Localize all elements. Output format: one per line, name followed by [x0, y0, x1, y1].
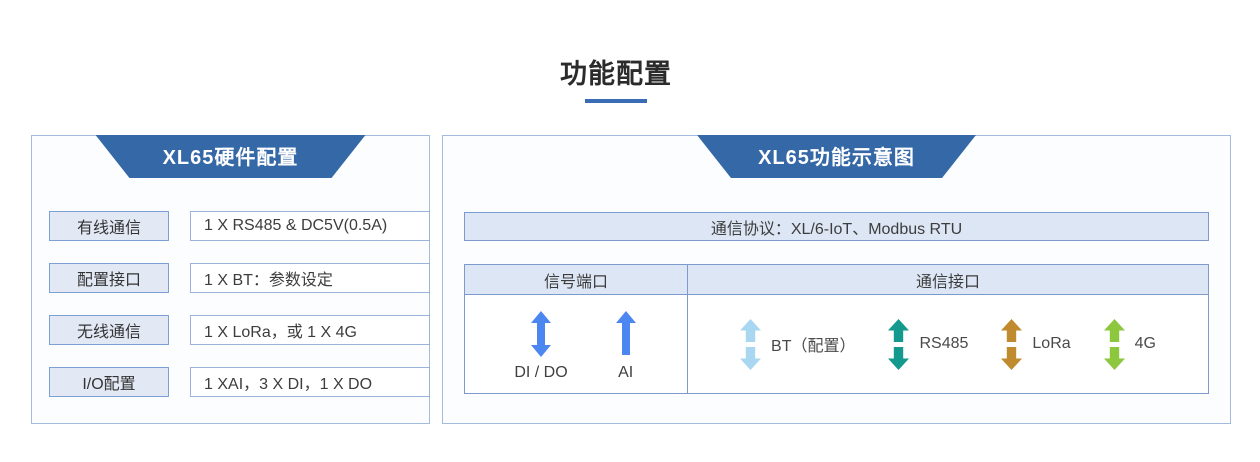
- hardware-row-value: 1 X BT：参数设定: [190, 263, 430, 293]
- comm-interfaces-cell: BT（配置） RS485 LoRa: [688, 295, 1208, 393]
- title-underline: [585, 99, 647, 103]
- comm-item-bt: BT（配置）: [740, 318, 856, 370]
- hardware-config-panel: XL65硬件配置 有线通信 1 X RS485 & DC5V(0.5A) 配置接…: [31, 135, 430, 424]
- hardware-row-value: 1 XAI，3 X DI，1 X DO: [190, 367, 430, 397]
- signal-item-label: DI / DO: [514, 364, 568, 381]
- hardware-row-label: I/O配置: [49, 367, 169, 397]
- hardware-row-value: 1 X LoRa，或 1 X 4G: [190, 315, 430, 345]
- hardware-panel-title: XL65硬件配置: [162, 147, 299, 169]
- split-up-down-arrow-icon: [1001, 318, 1023, 370]
- comm-item-label: LoRa: [1032, 335, 1071, 352]
- signal-item-label: AI: [618, 364, 634, 381]
- hardware-row-label: 配置接口: [49, 263, 169, 293]
- function-table: 信号端口 通信接口 DI / DO AI: [464, 264, 1209, 394]
- comm-item-lora: LoRa: [1001, 318, 1071, 370]
- hardware-panel-header-banner: XL65硬件配置: [96, 135, 366, 178]
- hardware-row-label: 有线通信: [49, 211, 169, 241]
- hardware-row-value: 1 X RS485 & DC5V(0.5A): [190, 211, 430, 241]
- comm-item-rs485: RS485: [888, 318, 969, 370]
- hardware-row-io: I/O配置 1 XAI，3 X DI，1 X DO: [49, 367, 430, 397]
- hardware-row-wireless: 无线通信 1 X LoRa，或 1 X 4G: [49, 315, 430, 345]
- comm-item-4g: 4G: [1103, 318, 1156, 370]
- page-title-block: 功能配置: [0, 52, 1232, 103]
- split-up-down-arrow-icon: [740, 318, 762, 370]
- up-arrow-icon: [615, 311, 636, 355]
- comm-item-label: 4G: [1134, 335, 1156, 352]
- comm-item-label: RS485: [919, 335, 969, 352]
- hardware-row-wired: 有线通信 1 X RS485 & DC5V(0.5A): [49, 211, 430, 241]
- diagram-panel-header-banner: XL65功能示意图: [697, 135, 976, 178]
- function-diagram-panel: XL65功能示意图 通信协议：XL/6-IoT、Modbus RTU 信号端口 …: [442, 135, 1231, 424]
- page-title: 功能配置: [560, 59, 672, 89]
- signal-item-di-do: DI / DO: [514, 311, 568, 382]
- signal-port-header: 信号端口: [465, 265, 687, 294]
- protocol-bar: 通信协议：XL/6-IoT、Modbus RTU: [464, 212, 1209, 241]
- split-up-down-arrow-icon: [888, 318, 910, 370]
- hardware-row-config-port: 配置接口 1 X BT：参数设定: [49, 263, 430, 293]
- hardware-row-label: 无线通信: [49, 315, 169, 345]
- comm-item-label: BT（配置）: [771, 338, 856, 355]
- signal-ports-cell: DI / DO AI: [465, 295, 687, 393]
- split-up-down-arrow-icon: [1103, 318, 1125, 370]
- diagram-panel-title: XL65功能示意图: [758, 147, 915, 169]
- signal-item-ai: AI: [614, 311, 638, 382]
- comm-interface-header: 通信接口: [688, 265, 1208, 294]
- up-down-arrow-icon: [531, 311, 551, 357]
